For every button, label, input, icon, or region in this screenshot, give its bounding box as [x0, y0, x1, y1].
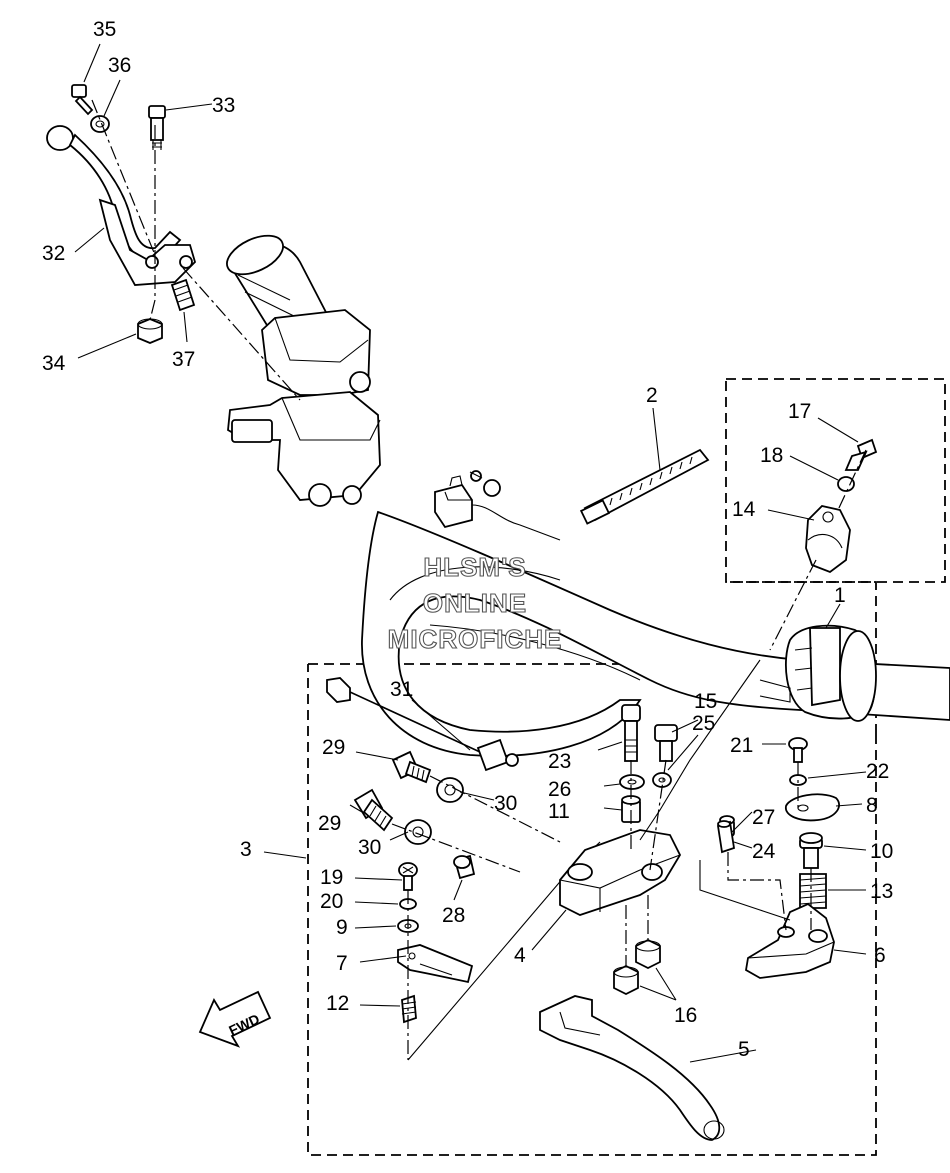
- spring-13: [799, 873, 827, 909]
- label-7: 7: [336, 952, 348, 975]
- label-29b: 29: [318, 812, 341, 835]
- label-9: 9: [336, 916, 348, 939]
- label-33: 33: [212, 94, 235, 117]
- watermark-line-3: MICROFICHE: [388, 624, 563, 654]
- label-19: 19: [320, 866, 343, 889]
- screw-21: [788, 737, 808, 763]
- label-8: 8: [866, 794, 878, 817]
- part-number-labels: 35 36 33 32 34 37 2 17 18 14 1 31 15 25 …: [42, 18, 893, 1061]
- label-1: 1: [834, 584, 846, 607]
- brake-switch-connector: [434, 470, 561, 541]
- axis-left-lever: [91, 99, 301, 401]
- label-11: 11: [548, 800, 570, 823]
- fwd-arrow: FWD: [198, 990, 272, 1048]
- label-37: 37: [172, 348, 195, 371]
- label-31: 31: [390, 678, 413, 701]
- adjust-bolt-29a: [391, 750, 432, 784]
- label-27: 27: [752, 806, 775, 829]
- label-30b: 30: [358, 836, 381, 859]
- switch-housing-1: [759, 624, 877, 722]
- label-35: 35: [93, 18, 116, 41]
- locknut-30a: [436, 777, 464, 803]
- watermark-line-2: ONLINE: [423, 588, 527, 618]
- label-14: 14: [732, 498, 756, 521]
- label-13: 13: [870, 880, 893, 903]
- nut-16a: [635, 938, 661, 970]
- label-32: 32: [42, 242, 65, 265]
- label-36: 36: [108, 54, 131, 77]
- plug-28: [453, 854, 476, 880]
- label-22: 22: [866, 760, 889, 783]
- axis-adjusters: [391, 775, 561, 873]
- locknut-30b: [404, 819, 432, 845]
- label-17: 17: [788, 400, 811, 423]
- label-25: 25: [692, 712, 715, 735]
- adjuster-37: [170, 278, 196, 312]
- cable-tie-2: [579, 448, 710, 525]
- master-cylinder: [227, 309, 381, 507]
- lever-5: [539, 995, 725, 1141]
- label-leaders: [74, 43, 867, 1063]
- nut-34: [137, 318, 163, 344]
- pin-24: [716, 820, 736, 854]
- label-23: 23: [548, 750, 571, 773]
- label-20: 20: [320, 890, 343, 913]
- label-18: 18: [760, 444, 783, 467]
- label-16: 16: [674, 1004, 697, 1027]
- label-24: 24: [752, 840, 776, 863]
- label-28: 28: [442, 904, 465, 927]
- bolt-35: [71, 84, 94, 116]
- pivot-10: [799, 832, 823, 869]
- label-30a: 30: [494, 792, 517, 815]
- washer-26: [619, 774, 645, 790]
- label-15: 15: [694, 690, 717, 713]
- label-21: 21: [730, 734, 753, 757]
- nut-16b: [613, 964, 639, 996]
- axis-clamp: [769, 449, 867, 651]
- label-4: 4: [514, 944, 526, 967]
- switch-cable-31: [326, 677, 519, 772]
- collar-bolt-15: [654, 724, 678, 762]
- label-3: 3: [240, 838, 252, 861]
- clamp-14: [805, 505, 851, 574]
- brake-lever-32: [46, 125, 197, 286]
- label-2: 2: [646, 384, 658, 407]
- adjust-bolt-29b: [353, 788, 394, 832]
- watermark: HLSM'S ONLINE MICROFICHE: [387, 551, 563, 654]
- axis-nuts: [625, 895, 649, 966]
- washer-36: [90, 115, 110, 133]
- bracket-6: [745, 902, 835, 979]
- label-12: 12: [326, 992, 349, 1015]
- screw-19: [398, 862, 418, 891]
- axis-collars: [630, 759, 667, 871]
- label-26: 26: [548, 778, 571, 801]
- leader-switch-line: [639, 659, 791, 921]
- lever-holder-4: [559, 829, 682, 916]
- label-10: 10: [870, 840, 893, 863]
- label-29a: 29: [322, 736, 345, 759]
- bolt-33: [148, 105, 166, 150]
- label-34: 34: [42, 352, 66, 375]
- group-box-14-17: [725, 378, 946, 583]
- plate-7: [397, 944, 474, 984]
- spring-12: [401, 994, 417, 1024]
- screw-17: [844, 438, 878, 471]
- watermark-line-1: HLSM'S: [423, 552, 526, 582]
- washer-18: [837, 476, 855, 492]
- axis-right-stack: [727, 762, 812, 931]
- bolt-23: [621, 704, 641, 762]
- label-6: 6: [874, 944, 886, 967]
- label-5: 5: [738, 1038, 750, 1061]
- plate-8: [785, 793, 840, 822]
